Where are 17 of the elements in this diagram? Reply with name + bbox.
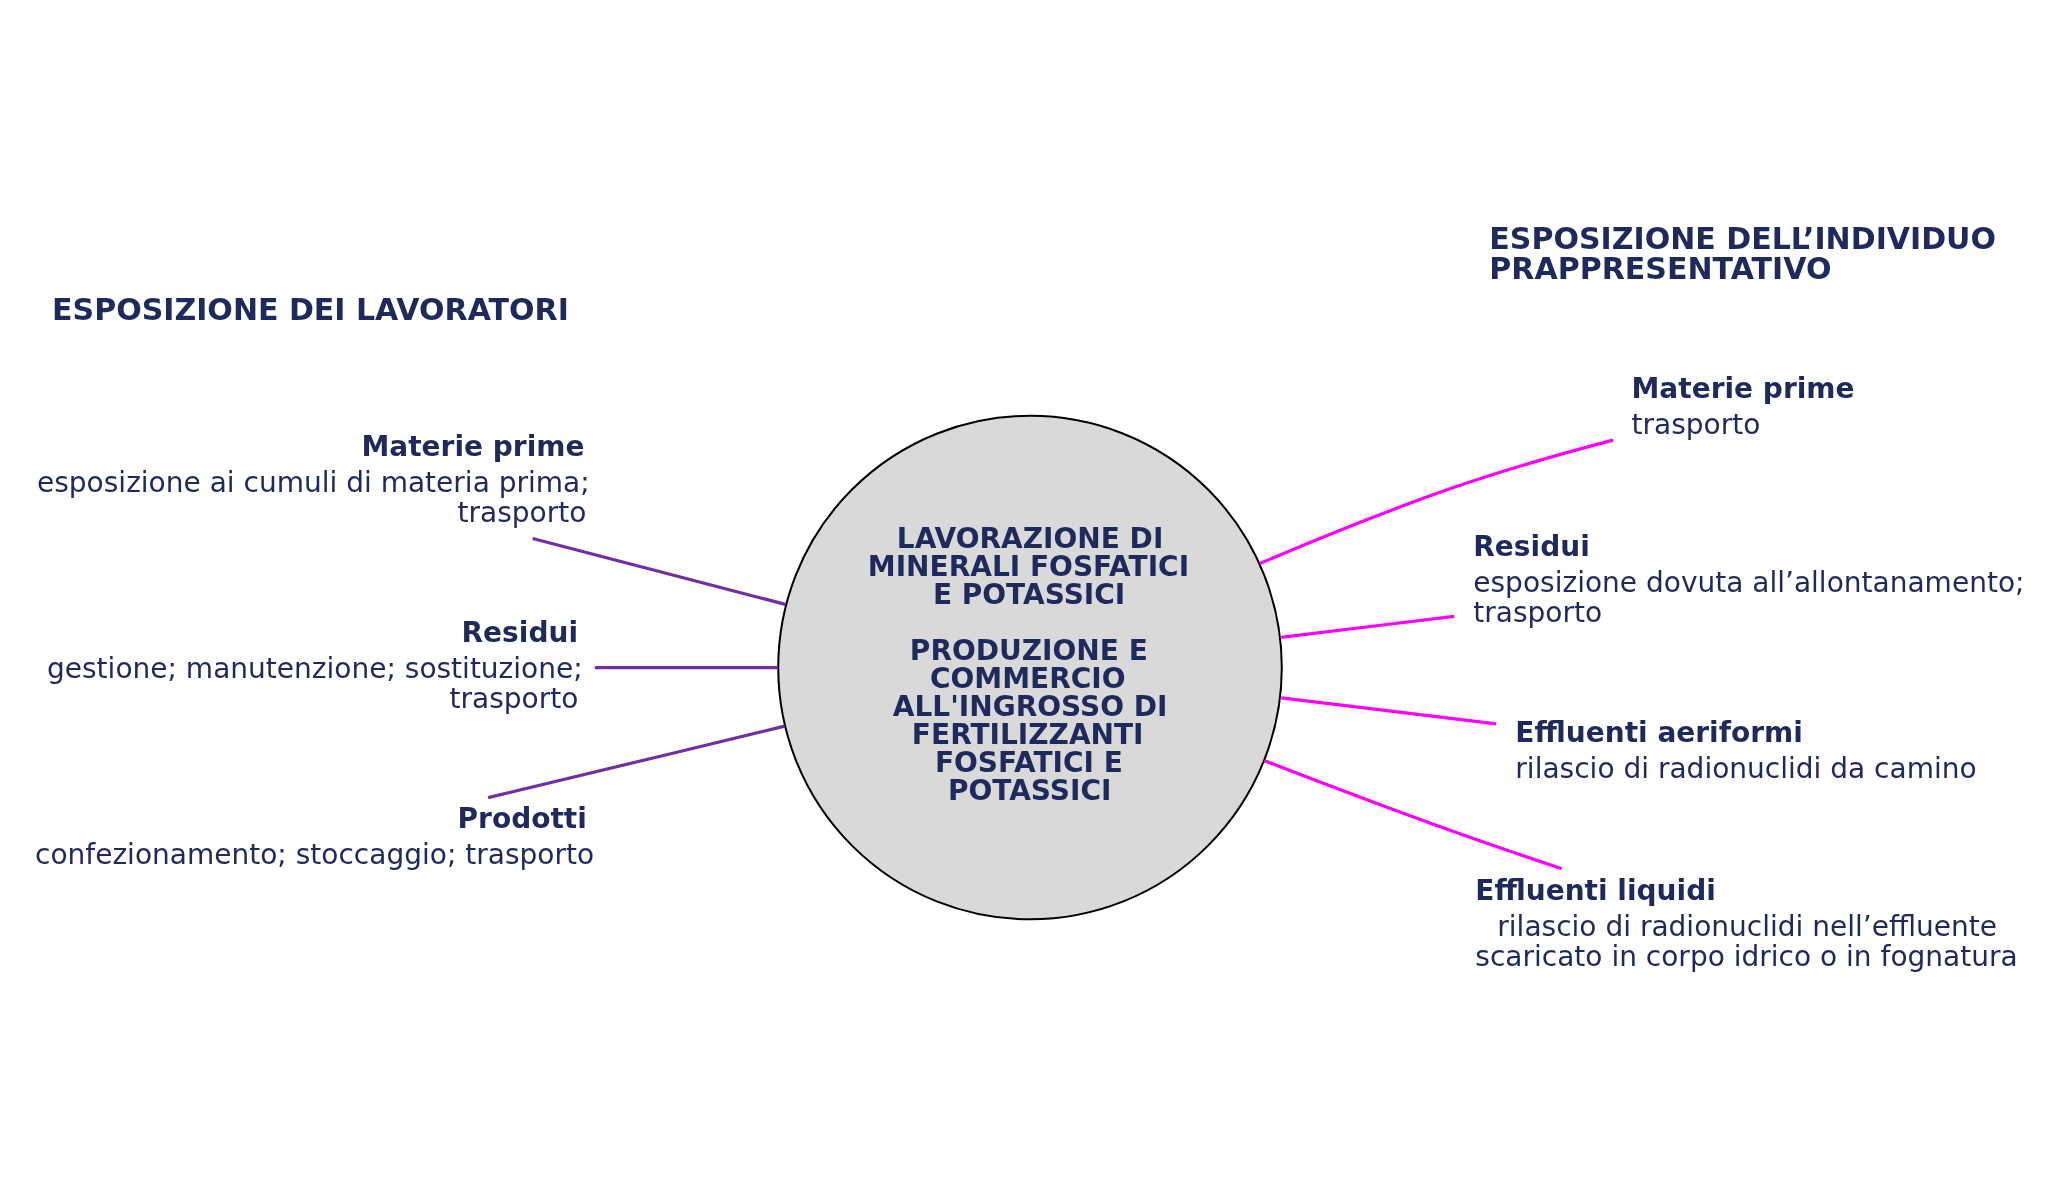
connector [1281, 695, 1497, 725]
node-text: Materie prime trasporto [1631, 371, 1855, 441]
node-text: Prodotti confezionamento; stoccaggio; trasporto [35, 801, 595, 871]
node-text: Materie prime esposizione ai cumuli di materia prima; trasporto [37, 429, 590, 529]
connector [594, 665, 778, 669]
node-text: Residui gestione; manutenzione; sostituzione; trasporto [47, 615, 583, 715]
node-circle: LAVORAZIONE DI MINERALI FOSFATICI E POTASSICI PRODUZIONE E COMMERCIO ALL'INGROSSO DI FERTILIZZANTI FOSFATICI E POTASSICI [777, 414, 1283, 920]
node-text: Effluenti liquidi rilascio di radionuclidi nell’effluente scaricato in corpo idrico o in fognatura [1475, 873, 2018, 973]
connector [1264, 758, 1563, 870]
label: ESPOSIZIONE DELL’INDIVIDUO PRAPPRESENTATIVO [1489, 220, 1997, 286]
node-text: Residui esposizione dovuta all’allontanamento; trasporto [1473, 529, 2025, 629]
connector [487, 724, 786, 799]
node-text: Effluenti aeriformi rilascio di radionuclidi da camino [1515, 715, 1977, 785]
connector [532, 536, 786, 606]
label: ESPOSIZIONE DEI LAVORATORI [52, 291, 569, 327]
connector [1281, 614, 1455, 639]
connector [1259, 438, 1614, 565]
